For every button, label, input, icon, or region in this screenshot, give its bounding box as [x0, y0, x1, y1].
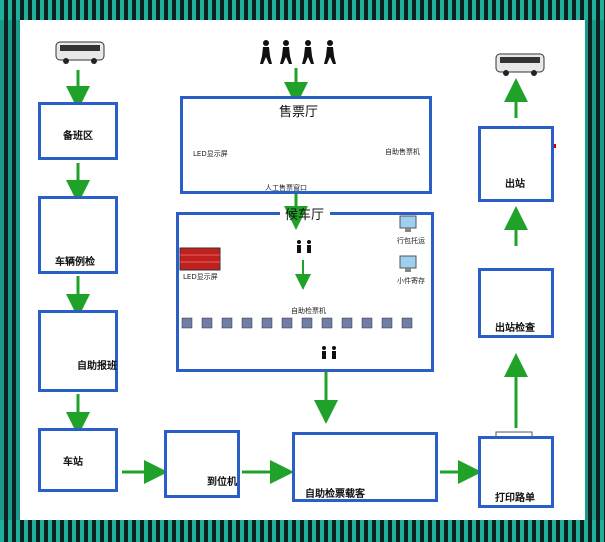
passengers-icon-gate — [322, 346, 336, 359]
bus-icon-top-left — [55, 41, 105, 64]
node-arrival: 到位机 — [164, 430, 240, 498]
ticket-hall-led-label: LED显示屏 — [193, 150, 228, 158]
waiting-hall: 候车厅 LED显示屏 行包托运 小件寄存 自助检票机 — [176, 208, 434, 372]
gate-unit — [181, 317, 413, 329]
node-inspection: 车辆例检 — [38, 196, 118, 274]
node-station: 车站 — [38, 428, 118, 492]
parcel-computer-icon — [399, 255, 417, 272]
ticket-hall-self-machine-label: 自助售票机 — [385, 148, 420, 156]
node-standby-label: 备班区 — [63, 131, 93, 142]
luggage-computer-icon — [399, 215, 417, 232]
waiting-hall-top-border-right — [330, 212, 434, 215]
node-print-waybill: 打印路单 — [478, 436, 554, 508]
node-self-report: 自助报班 — [38, 310, 118, 392]
decorative-top-border — [0, 0, 605, 20]
node-print-waybill-label: 打印路单 — [495, 493, 535, 504]
waiting-hall-top-border-left — [176, 212, 280, 215]
ticket-hall: 售票厅 LED显示屏 人工售票窗口 自助售票机 — [180, 96, 432, 194]
bus-icon-top-right — [495, 53, 545, 76]
node-arrival-label: 到位机 — [207, 477, 237, 488]
passengers-icon-waiting-hall — [297, 240, 311, 253]
node-exit-label: 出站 — [505, 179, 525, 190]
node-inspection-label: 车辆例检 — [55, 257, 95, 268]
ticket-hall-title: 售票厅 — [279, 105, 319, 120]
ticket-gate-row-icon — [181, 317, 413, 329]
node-exit-check: 出站检查 — [478, 268, 554, 338]
waiting-hall-led-label: LED显示屏 — [183, 273, 218, 281]
decorative-bottom-border — [0, 520, 605, 542]
waiting-hall-parcel-label: 小件寄存 — [397, 277, 425, 285]
ticket-hall-manual-window-label: 人工售票窗口 — [265, 184, 307, 192]
waiting-hall-luggage-label: 行包托运 — [397, 237, 425, 245]
node-exit-check-label: 出站检查 — [495, 323, 535, 334]
led-screen-icon-waiting — [179, 247, 221, 271]
passengers-icon-top — [260, 40, 336, 64]
node-exit: 出站 — [478, 126, 554, 202]
waiting-hall-title: 候车厅 — [285, 208, 325, 223]
node-self-ticket-board: 自助检票载客 — [292, 432, 438, 502]
node-self-report-label: 自助报班 — [77, 361, 117, 372]
node-self-ticket-board-label: 自助检票载客 — [305, 489, 365, 500]
node-standby: 备班区 — [38, 102, 118, 160]
diagram-canvas: 备班区 车辆例检 自助报班 车站 到位机 自助检票载客 打印路单 出站检查 出站… — [20, 20, 585, 520]
node-station-label: 车站 — [63, 457, 83, 468]
waiting-hall-gate-label: 自助检票机 — [291, 307, 326, 315]
